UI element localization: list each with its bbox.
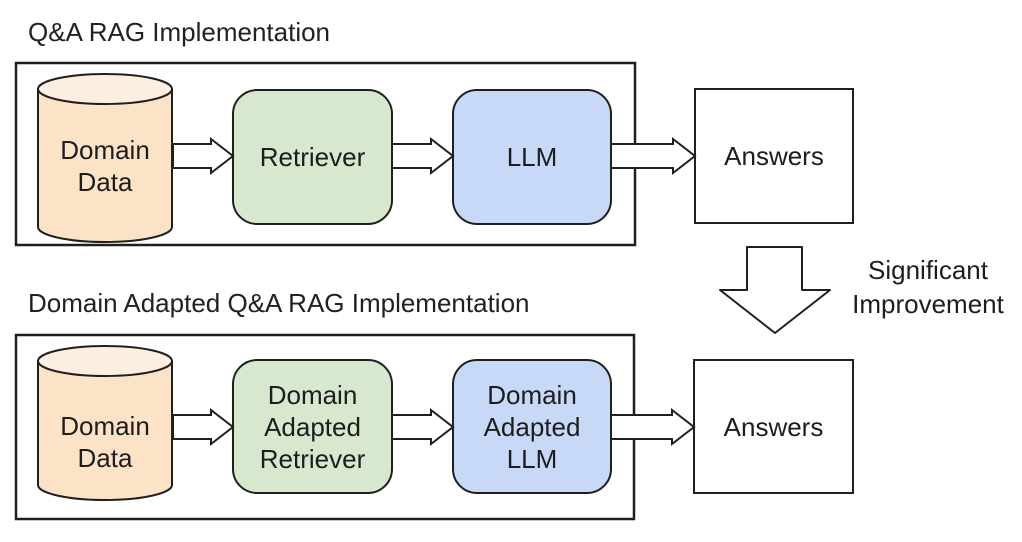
top-domain-data-cylinder-top [37,73,173,105]
improvement-label: Significant Improvement [852,255,1004,319]
top-domain-data-cylinder [37,88,173,243]
improvement-down-arrow [719,246,831,334]
top-answers-label: Answers [724,141,824,171]
bottom-arrow-llm-to-answers [610,407,696,447]
top-retriever-label: Retriever [259,142,366,172]
bottom-domain-data-cylinder [37,360,173,501]
bottom-domain-data-cylinder-top [37,345,173,377]
top-arrow-data-to-retriever [172,136,235,176]
top-pipeline-title: Q&A RAG Implementation [28,17,331,47]
bottom-llm-label: Domain Adapted LLM [483,379,581,474]
top-arrow-retriever-to-llm [391,136,455,176]
bottom-arrow-data-to-retriever [172,407,235,447]
bottom-arrow-retriever-to-llm [391,407,455,447]
bottom-answers-box [693,359,854,494]
top-llm-label: LLM [506,142,558,172]
top-answers-box [694,88,854,224]
bottom-answers-label: Answers [723,411,824,442]
bottom-retriever-label: Domain Adapted Retriever [259,379,366,474]
top-domain-data-label: Domain Data [60,135,150,197]
bottom-pipeline-title: Domain Adapted Q&A RAG Implementation [28,288,530,318]
top-arrow-llm-to-answers [610,136,697,176]
bottom-domain-data-label: Domain Data [60,411,150,473]
